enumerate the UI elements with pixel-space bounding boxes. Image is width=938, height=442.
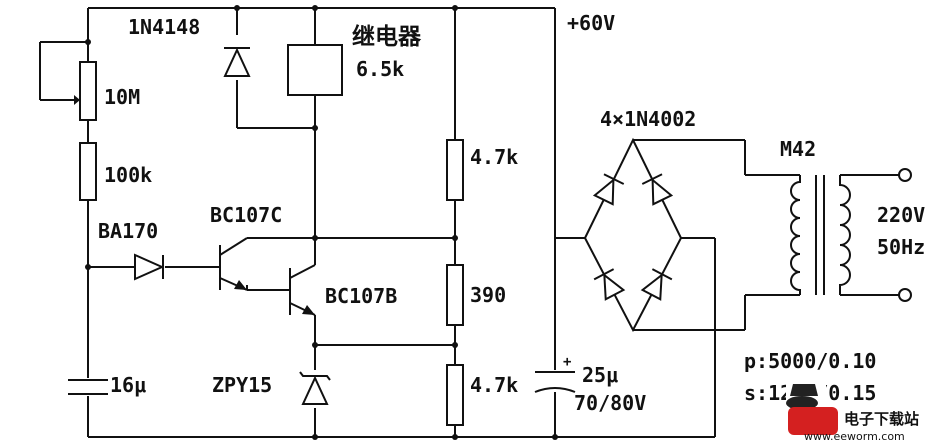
label-relay-name: 继电器	[352, 23, 422, 50]
label-p-spec: p:5000/0.10	[744, 349, 876, 373]
bridge-rectifier	[584, 137, 683, 333]
label-pot: 10M	[104, 85, 140, 109]
junction-dots	[85, 5, 558, 440]
relay-coil	[287, 44, 343, 96]
label-r390: 390	[470, 283, 506, 307]
wires	[39, 7, 900, 438]
watermark-url: www.eeworm.com	[804, 430, 905, 442]
resistor-4k7-bottom	[446, 364, 464, 426]
resistor-4k7-top	[446, 139, 464, 201]
label-zener: ZPY15	[212, 373, 272, 397]
label-transformer: M42	[780, 137, 816, 161]
labels: +60V 1N4148 继电器 6.5k 10M 100k BA170 BC10…	[98, 11, 925, 415]
diode-1n4148	[223, 47, 251, 77]
mains-terminal-bottom	[898, 288, 912, 302]
transistor-bc107b	[289, 264, 316, 316]
label-r47-top: 4.7k	[470, 145, 518, 169]
capacitor-16u	[68, 379, 108, 395]
svg-text:+: +	[563, 354, 571, 370]
label-mains-f: 50Hz	[877, 235, 925, 259]
label-diode-1n4148: 1N4148	[128, 15, 200, 39]
resistor-390	[446, 264, 464, 326]
label-t2: BC107B	[325, 284, 397, 308]
diode-ba170	[134, 253, 165, 281]
watermark-logo-mark	[788, 407, 838, 435]
transistor-bc107c	[219, 237, 248, 291]
watermark-title: 电子下载站	[844, 410, 919, 428]
label-mains-v: 220V	[877, 203, 925, 227]
label-supply: +60V	[567, 11, 615, 35]
label-ba170: BA170	[98, 219, 158, 243]
label-t1: BC107C	[210, 203, 282, 227]
resistor-100k	[79, 142, 97, 201]
label-r47-bottom: 4.7k	[470, 373, 518, 397]
label-bridge: 4×1N4002	[600, 107, 696, 131]
capacitor-25u: +	[534, 354, 576, 393]
watermark: 电子下载站 www.eeworm.com	[786, 382, 919, 442]
mains-terminal-top	[898, 168, 912, 182]
transformer-m42	[790, 175, 851, 295]
potentiometer	[74, 61, 97, 121]
label-relay-value: 6.5k	[356, 57, 404, 81]
zener-zpy15	[299, 371, 331, 405]
label-cap16: 16μ	[110, 373, 146, 397]
label-r100k: 100k	[104, 163, 152, 187]
label-cap25: 25μ	[582, 363, 618, 387]
label-cap25-rating: 70/80V	[574, 391, 646, 415]
